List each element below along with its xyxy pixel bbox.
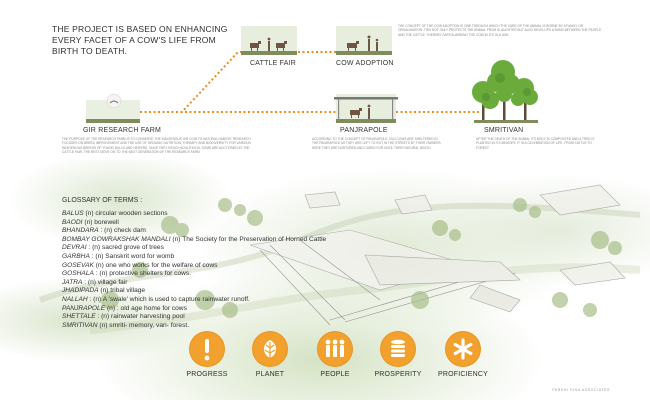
glossary-term: GOSHALA xyxy=(62,270,94,278)
glossary-entry: SMRITIVAN (n) smriti- memory, van- fores… xyxy=(62,322,362,331)
station-label-cow-adoption: Cow Adoption xyxy=(336,60,394,67)
glossary-def: : (n) rainwater harvesting pool xyxy=(97,313,185,321)
lifecycle-connectors xyxy=(140,51,480,113)
glossary-term: GARBHA xyxy=(62,252,90,260)
footer-credit: PARSHI SINA ASSOCIATES xyxy=(552,388,610,392)
pillar-label: PROGRESS xyxy=(186,371,228,378)
glossary-def: (n) borewell xyxy=(84,218,119,226)
cattle-fair-vignette xyxy=(241,26,297,55)
glossary-entry: BALUS (n) circular wooden sections xyxy=(62,210,362,219)
glossary-def: (n) : old age home for cows xyxy=(106,304,187,312)
cow-adoption-vignette xyxy=(336,26,392,55)
project-headline: The project is based on enhancing every … xyxy=(52,24,228,56)
pillar-proficiency: PROFICIENCY xyxy=(428,332,498,378)
glossary-entry: NALLAH : (n) A 'swale' which is used to … xyxy=(62,296,362,305)
landscape-trees xyxy=(101,198,622,318)
station-label-cattle-fair: Cattle Fair xyxy=(250,60,297,67)
pillar-prosperity: PROSPERITY xyxy=(363,332,433,378)
smritivan-vignette xyxy=(472,60,538,123)
people-icon xyxy=(318,332,352,366)
caption-smritivan: After the death of the animal its body i… xyxy=(476,137,595,150)
pillar-people: PEOPLE xyxy=(300,332,370,378)
glossary-term: DEVRAI xyxy=(62,244,87,252)
glossary-term: BAODI xyxy=(62,218,83,226)
coins-icon xyxy=(381,332,415,366)
pillar-label: PROSPERITY xyxy=(374,371,422,378)
glossary-term: SMRITIVAN xyxy=(62,321,98,329)
glossary-entry: JATRA : (n) village fair xyxy=(62,279,362,288)
glossary-term: JATRA xyxy=(62,278,83,286)
glossary-def: (n) tribal village xyxy=(100,287,146,295)
panjrapole-vignette xyxy=(334,94,398,123)
station-label-gir: Gir Research Farm xyxy=(83,127,162,134)
caption-panjrapole: According to the concept of Panjrapole, … xyxy=(312,137,442,150)
pillar-planet: PLANET xyxy=(235,332,305,378)
glossary-term: BALUS xyxy=(62,210,84,217)
glossary-entry: BHANDARA : (n) check dam xyxy=(62,227,362,236)
station-label-panjrapole: Panjrapole xyxy=(340,127,388,134)
glossary-entry: GOSEVAK (n) one who works for the welfar… xyxy=(62,262,362,271)
glossary-def: : (n) sacred grove of trees xyxy=(88,244,164,252)
glossary-term: PANJRAPOLE xyxy=(62,304,106,312)
station-label-smritivan: Smritivan xyxy=(484,127,524,134)
glossary-entry: PANJRAPOLE (n) : old age home for cows xyxy=(62,305,362,314)
pillar-label: PROFICIENCY xyxy=(437,371,489,378)
glossary-term: JHADIPADA xyxy=(62,287,99,295)
glossary: GLOSSARY OF TERMS : BALUS (n) circular w… xyxy=(62,197,362,330)
glossary-def: (n) smriti- memory, van- forest. xyxy=(99,321,190,329)
pillar-label: PLANET xyxy=(255,371,285,378)
glossary-term: BHANDARA xyxy=(62,227,99,235)
glossary-def: (n) The Society for the Preservation of … xyxy=(172,235,327,243)
glossary-heading: GLOSSARY OF TERMS : xyxy=(62,197,143,204)
aerial-landscape xyxy=(38,184,641,334)
glossary-def: (n) circular wooden sections xyxy=(85,210,168,217)
glossary-def: (n) one who works for the welfare of cow… xyxy=(95,261,218,269)
glossary-def: : (n) A 'swale' which is used to capture… xyxy=(89,295,250,303)
glossary-entry: JHADIPADA (n) tribal village xyxy=(62,287,362,296)
pillar-label: PEOPLE xyxy=(320,371,350,378)
glossary-def: : (n) village fair xyxy=(84,278,128,286)
caption-cow-adoption: The concept of the cow adoption is one t… xyxy=(398,24,602,37)
gir-farm-vignette xyxy=(86,93,140,123)
glossary-entry: DEVRAI : (n) sacred grove of trees xyxy=(62,244,362,253)
glossary-def: : (n) check dam xyxy=(100,227,146,235)
glossary-term: GOSEVAK xyxy=(62,261,94,269)
glossary-def: : (n) protective shelters for cows. xyxy=(95,270,192,278)
glossary-term: SHETTALE xyxy=(62,313,96,321)
pillar-progress: PROGRESS xyxy=(172,332,242,378)
glossary-entry: GOSHALA : (n) protective shelters for co… xyxy=(62,270,362,279)
asterisk-icon xyxy=(446,332,480,366)
glossary-entry: GARBHA : (n) Sanskrit word for womb xyxy=(62,253,362,262)
leaf-icon xyxy=(253,332,287,366)
glossary-entry: BOMBAY GOWRAKSHAK MANDALI (n) The Societ… xyxy=(62,236,362,245)
exclamation-icon xyxy=(190,332,224,366)
glossary-def: : (n) Sanskrit word for womb xyxy=(91,252,175,260)
caption-gir: The purpose of the research farm is to c… xyxy=(62,137,251,155)
glossary-term: NALLAH xyxy=(62,295,88,303)
glossary-entry: SHETTALE : (n) rainwater harvesting pool xyxy=(62,313,362,322)
glossary-entry: BAODI (n) borewell xyxy=(62,219,362,228)
glossary-term: BOMBAY GOWRAKSHAK MANDALI xyxy=(62,235,171,243)
